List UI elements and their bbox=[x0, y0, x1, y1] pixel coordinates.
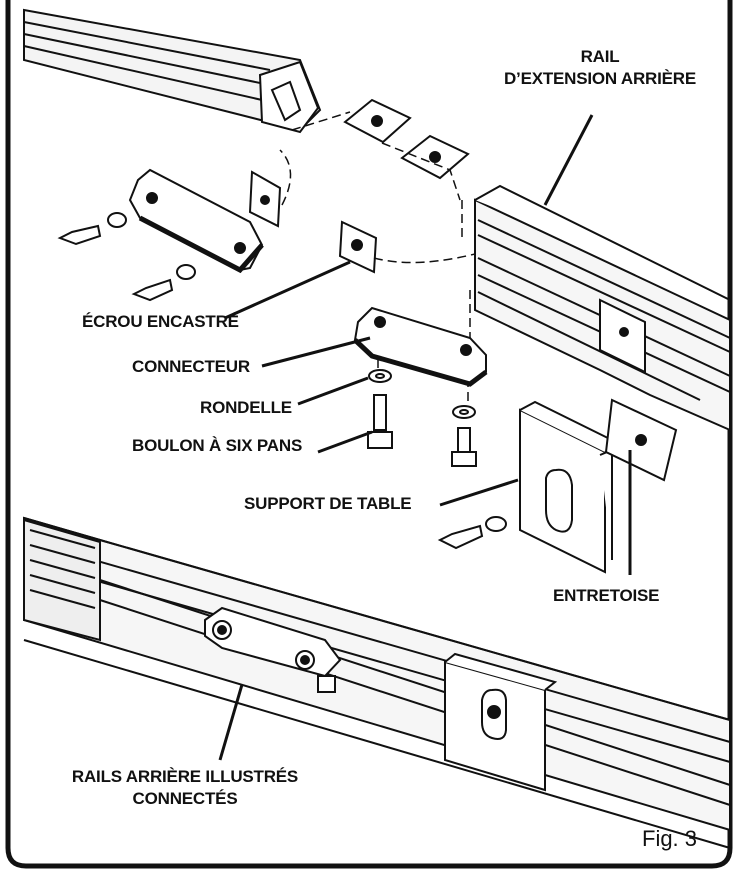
left-connector bbox=[128, 168, 264, 274]
top-left-rail bbox=[23, 8, 322, 134]
label-nut: ÉCROU ENCASTRÉ bbox=[82, 312, 239, 331]
figure-number: Fig. 3 bbox=[642, 826, 698, 851]
frame-border bbox=[5, 0, 733, 869]
left-bolts bbox=[57, 212, 196, 302]
label-connected-line1: RAILS ARRIÈRE ILLUSTRÉS bbox=[71, 767, 299, 786]
label-bolt: BOULON À SIX PANS bbox=[132, 436, 303, 455]
left-nut-plate bbox=[248, 170, 282, 228]
center-hardware bbox=[367, 369, 477, 467]
center-nut bbox=[338, 220, 378, 274]
label-table-support: SUPPORT DE TABLE bbox=[244, 494, 412, 513]
label-rear-rail-line2: D’EXTENSION ARRIÈRE bbox=[503, 69, 697, 88]
label-connected-line2: CONNECTÉS bbox=[132, 789, 238, 808]
rear-extension-rail bbox=[474, 184, 731, 432]
connected-rails bbox=[23, 516, 731, 849]
square-nut-2 bbox=[400, 134, 470, 180]
spacer-plate bbox=[604, 398, 678, 482]
bottom-support bbox=[444, 652, 558, 792]
label-spacer: ENTRETOISE bbox=[553, 586, 660, 605]
center-connector bbox=[353, 306, 488, 387]
label-connector: CONNECTEUR bbox=[132, 357, 250, 376]
table-support-bracket bbox=[519, 400, 623, 574]
bottom-connector bbox=[204, 606, 342, 693]
label-washer: RONDELLE bbox=[200, 398, 292, 417]
leader-lines bbox=[218, 114, 632, 761]
label-rear-rail: RAIL D’EXTENSION ARRIÈRE bbox=[470, 46, 730, 90]
square-nut-1 bbox=[343, 98, 412, 144]
support-bolt bbox=[437, 516, 507, 550]
label-connected: RAILS ARRIÈRE ILLUSTRÉS CONNECTÉS bbox=[70, 766, 300, 810]
label-rear-rail-line1: RAIL bbox=[580, 47, 620, 66]
